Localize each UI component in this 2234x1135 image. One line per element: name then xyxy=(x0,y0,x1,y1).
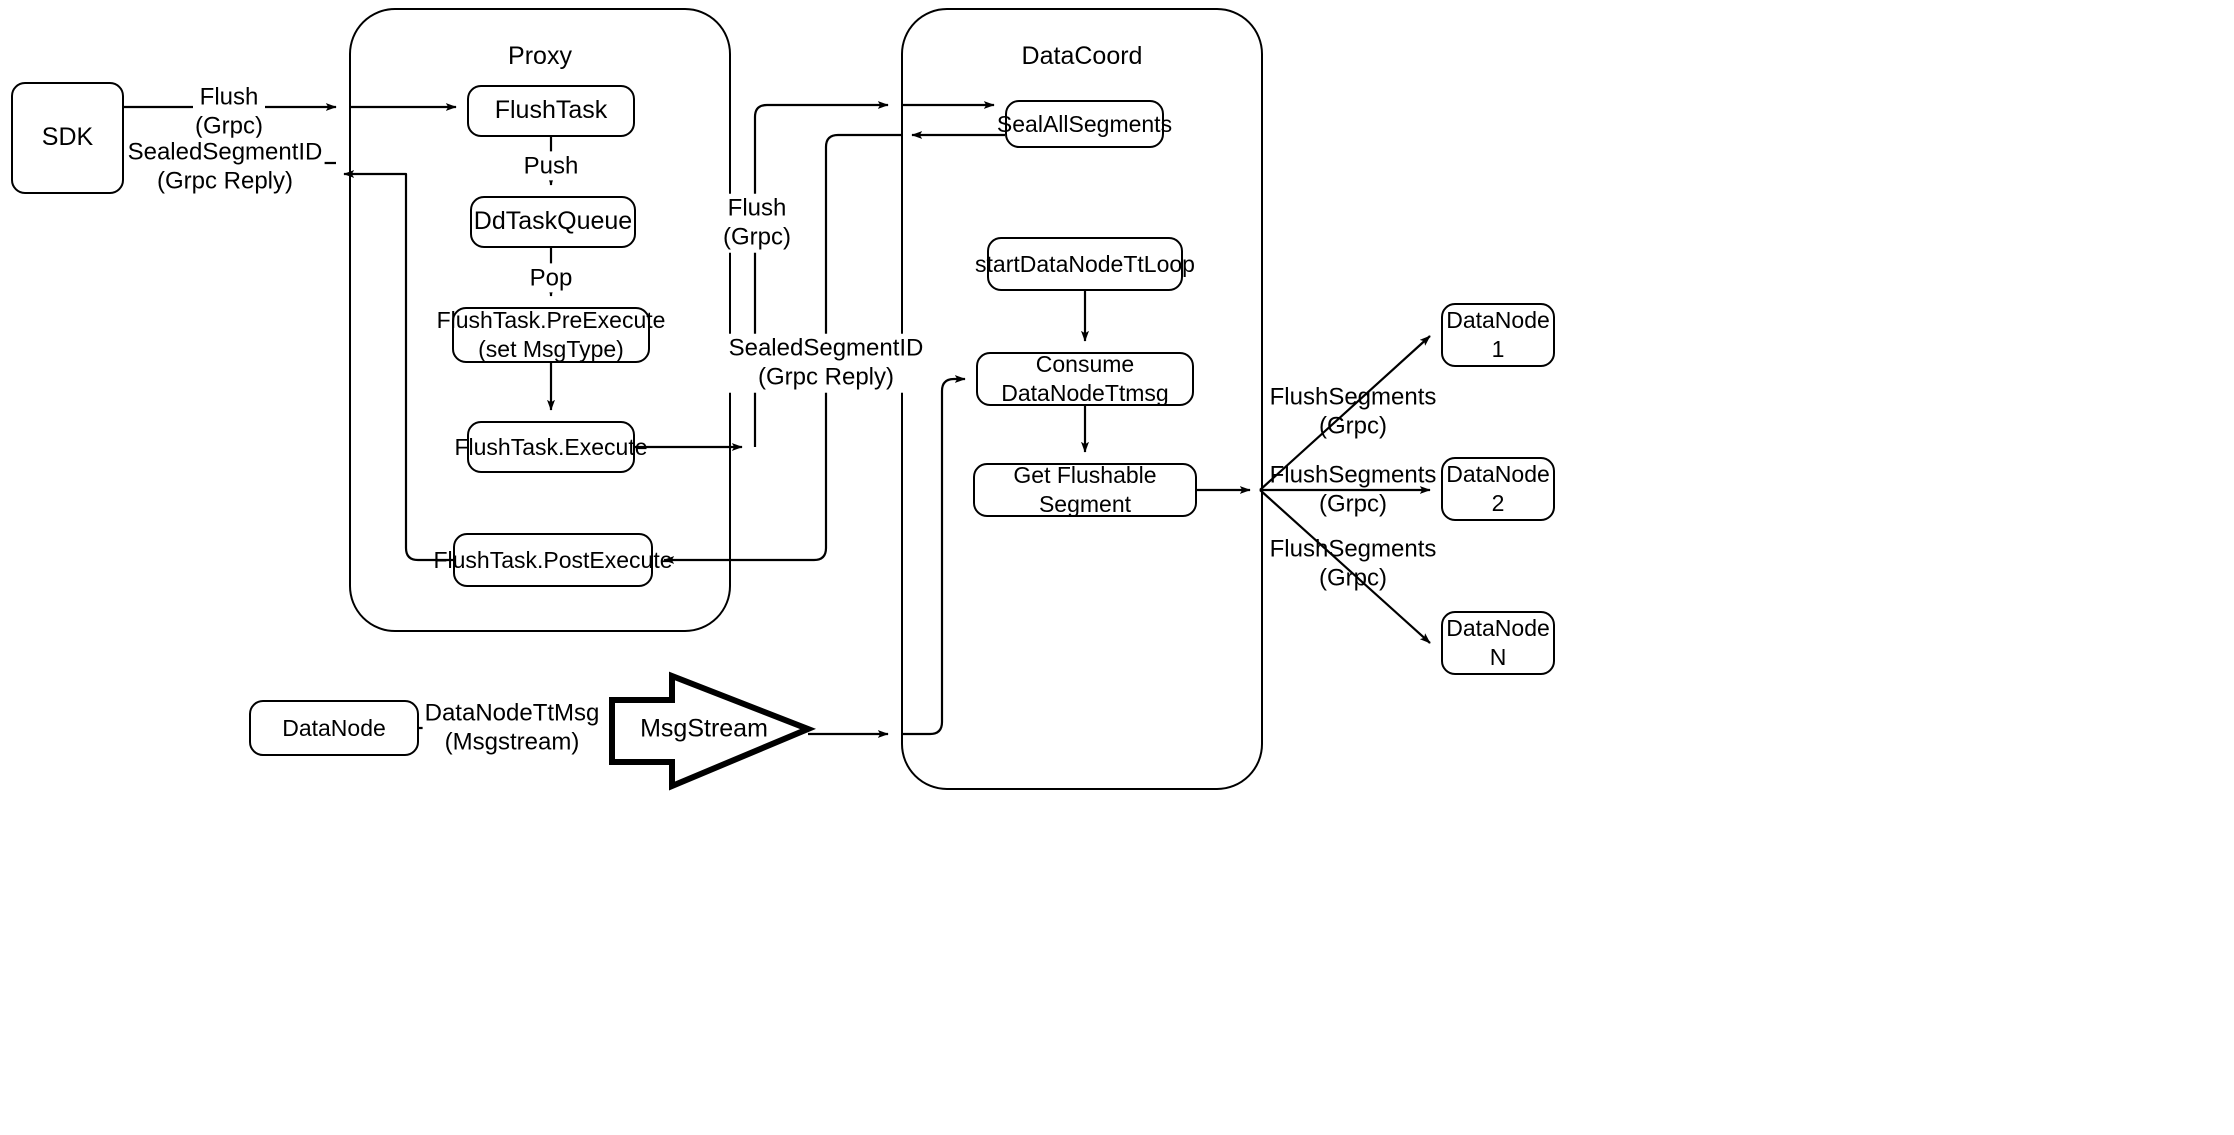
edge-label-flushsegments-n: FlushSegments (Grpc) xyxy=(1269,535,1437,592)
edge-postexecute-to-proxyedge xyxy=(343,170,453,562)
edge-label-pop: Pop xyxy=(527,263,575,293)
edge-proxy-to-datacoord-flush xyxy=(753,101,889,447)
edge-label-flushsegments-2: FlushSegments (Grpc) xyxy=(1269,461,1437,518)
edge-datacoordedge-to-consumettmsg xyxy=(901,375,966,736)
edge-label-flushsegments-1: FlushSegments (Grpc) xyxy=(1269,383,1437,440)
node-get-flushable-segment[interactable]: Get Flushable Segment xyxy=(973,462,1197,517)
node-ddtaskqueue[interactable]: DdTaskQueue xyxy=(470,196,636,248)
container-proxy xyxy=(349,8,731,632)
edge-label-datanodettmsg: DataNodeTtMsg (Msgstream) xyxy=(422,698,602,758)
node-datanode-source[interactable]: DataNode xyxy=(249,700,419,756)
container-datacoord-title: DataCoord xyxy=(1021,42,1143,70)
msgstream-label: MsgStream xyxy=(640,714,768,743)
node-flushtask-postexecute[interactable]: FlushTask.PostExecute xyxy=(433,533,673,587)
node-startdatanodettloop[interactable]: startDataNodeTtLoop xyxy=(975,237,1195,291)
node-flushtask-execute[interactable]: FlushTask.Execute xyxy=(454,421,648,473)
edge-hub-to-datanoden xyxy=(1259,489,1431,644)
msgstream-arrow-shape xyxy=(609,671,817,791)
node-sdk[interactable]: SDK xyxy=(11,82,124,194)
node-datanode-n[interactable]: DataNode N xyxy=(1441,611,1555,675)
edge-label-sealedsegmentid-datacoord: SealedSegmentID (Grpc Reply) xyxy=(726,333,926,393)
node-flushtask[interactable]: FlushTask xyxy=(467,85,635,137)
container-proxy-title: Proxy xyxy=(508,42,572,70)
node-consume-datanodettmsg[interactable]: Consume DataNodeTtmsg xyxy=(976,351,1194,406)
node-flushtask-preexecute[interactable]: FlushTask.PreExecute (set MsgType) xyxy=(437,307,665,363)
edge-label-sealedsegmentid-sdk: SealedSegmentID (Grpc Reply) xyxy=(125,137,325,197)
node-datanode-2[interactable]: DataNode 2 xyxy=(1441,457,1555,521)
edge-hub-to-datanode1 xyxy=(1259,335,1431,491)
edge-label-flush-grpc-proxy: Flush (Grpc) xyxy=(721,193,793,253)
node-sealallsegments[interactable]: SealAllSegments xyxy=(997,100,1172,148)
node-flushtask-preexecute-label: FlushTask.PreExecute (set MsgType) xyxy=(436,307,666,362)
node-datanode-1[interactable]: DataNode 1 xyxy=(1441,303,1555,367)
container-datacoord xyxy=(901,8,1263,790)
edge-label-flush-grpc-sdk: Flush (Grpc) xyxy=(193,82,265,142)
edge-label-push: Push xyxy=(521,151,581,181)
